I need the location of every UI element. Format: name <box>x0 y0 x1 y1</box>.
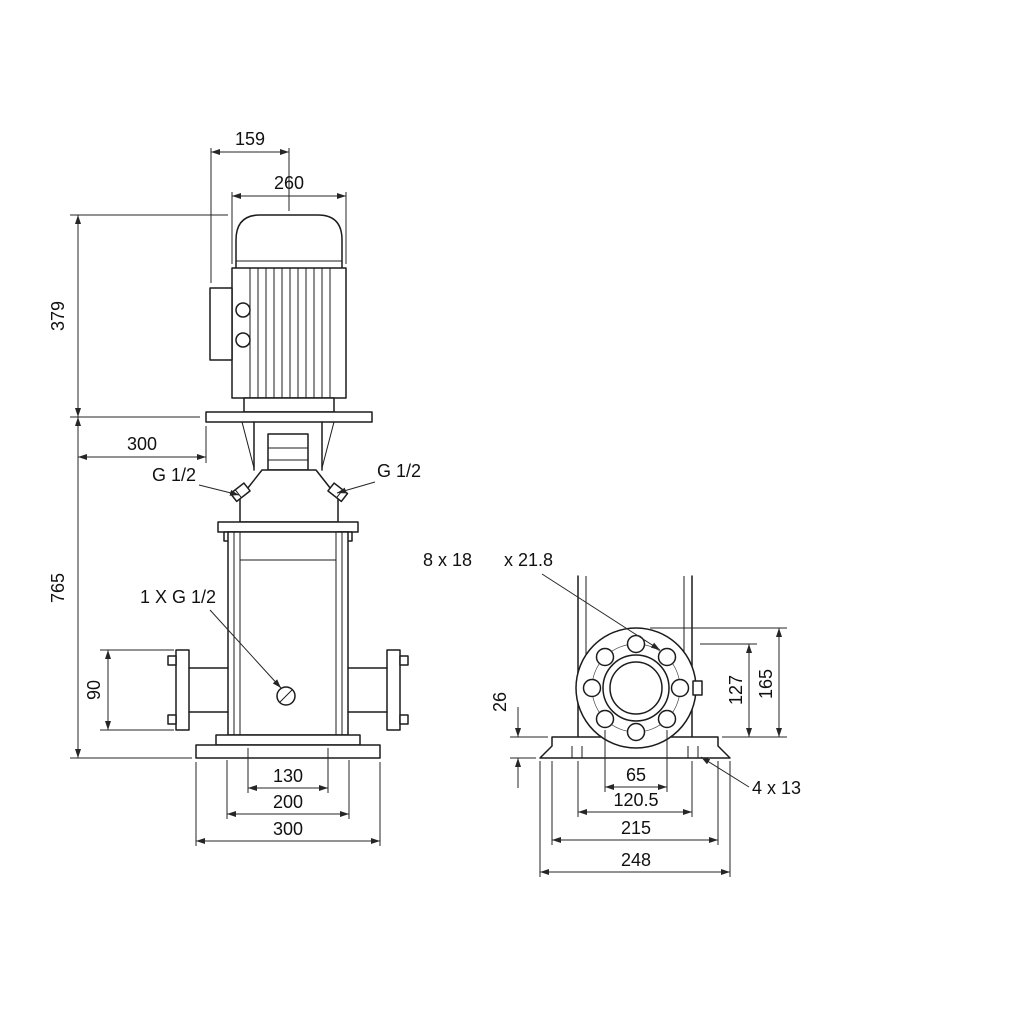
dim-flange-height: 90 <box>84 649 174 731</box>
dim-motor-width: 260 <box>231 173 347 264</box>
base-foot <box>195 744 381 759</box>
motor-foot <box>243 397 335 413</box>
label-flange-bolt-holes-text: 8 x 18 <box>423 550 472 570</box>
pump-head <box>217 469 359 542</box>
motor-top-cap <box>235 214 343 269</box>
drain-plug <box>276 686 296 706</box>
label-flange-bolt-depth-text: x 21.8 <box>504 550 553 570</box>
terminal-box-bolt <box>235 332 251 348</box>
label-base-slots: 4 x 13 <box>700 756 801 798</box>
label-vent-port-left: G 1/2 <box>152 465 240 496</box>
leader-line <box>198 484 240 496</box>
flange-bolt-hole <box>670 678 690 698</box>
flange-bolt <box>399 655 409 666</box>
flange-bolt-hole <box>626 722 646 742</box>
dim-flange-top-height-text: 165 <box>756 669 776 699</box>
dim-port-height-text: 127 <box>726 675 746 705</box>
dim-bolt-spacing: 65 <box>604 730 668 792</box>
suction-flange-plate <box>175 649 190 731</box>
pump-head-body <box>239 469 339 523</box>
dim-base-width-text: 300 <box>273 819 303 839</box>
flange-raised-face <box>602 654 670 722</box>
dim-base-overall-depth-text: 248 <box>621 850 651 870</box>
flange-bolt <box>399 714 409 725</box>
leader-line <box>541 573 661 651</box>
dim-bolt-spacing-text: 65 <box>626 765 646 785</box>
side-view <box>539 575 731 759</box>
terminal-box-bolt <box>235 302 251 318</box>
dim-motor-height-text: 379 <box>48 301 68 331</box>
dim-flange-height-text: 90 <box>84 680 104 700</box>
coupling <box>267 433 309 471</box>
motor-cooling-fins <box>249 268 331 398</box>
head-flange <box>217 521 359 533</box>
flange-bolt-hole <box>595 647 615 667</box>
dim-motor-depth-text: 159 <box>235 129 265 149</box>
leader-line <box>209 609 282 689</box>
flange-bolt-hole <box>657 709 677 729</box>
dim-slot-spacing: 120.5 <box>577 761 693 817</box>
flange-bolt-hole <box>626 634 646 654</box>
dim-base-inner-width: 130 <box>247 748 329 793</box>
label-flange-bolt-holes: 8 x 18 x 21.8 <box>423 550 661 651</box>
dim-base-width: 300 <box>195 762 381 846</box>
dim-base-thickness: 26 <box>490 692 548 788</box>
label-vent-port-right: G 1/2 <box>336 461 421 494</box>
discharge-flange-face <box>575 627 703 749</box>
dim-port-height: 127 <box>700 643 757 737</box>
dim-base-inner-width-text: 130 <box>273 766 303 786</box>
front-view <box>167 214 409 759</box>
flange-bolt <box>167 655 177 666</box>
flange-bolt-hole <box>657 647 677 667</box>
dim-flange-top-height: 165 <box>650 627 787 738</box>
dim-service-clearance-text: 300 <box>127 434 157 454</box>
flange-bore <box>609 661 663 715</box>
suction-discharge-flanges <box>167 649 409 731</box>
flange-bolt-hole <box>582 678 602 698</box>
dim-base-bolt-width: 200 <box>226 760 350 819</box>
label-vent-port-right-text: G 1/2 <box>377 461 421 481</box>
lantern-left-brace <box>241 421 255 469</box>
dim-base-depth: 215 <box>551 761 719 845</box>
label-vent-port-left-text: G 1/2 <box>152 465 196 485</box>
dim-pump-height: 765 <box>48 417 192 759</box>
dim-service-clearance: 300 <box>78 426 207 463</box>
dim-motor-width-text: 260 <box>274 173 304 193</box>
dim-base-depth-text: 215 <box>621 818 651 838</box>
discharge-flange-plate <box>386 649 401 731</box>
terminal-box <box>209 287 233 361</box>
label-base-slots-text: 4 x 13 <box>752 778 801 798</box>
front-view-dimensions: 159 260 379 765 300 90 <box>48 129 421 846</box>
label-drain-port: 1 X G 1/2 <box>140 587 282 689</box>
base-front <box>195 734 381 759</box>
dim-pump-height-text: 765 <box>48 573 68 603</box>
dim-motor-height: 379 <box>48 214 228 418</box>
label-drain-port-text: 1 X G 1/2 <box>140 587 216 607</box>
leader-line <box>336 481 376 494</box>
dim-base-bolt-width-text: 200 <box>273 792 303 812</box>
motor-stool-plate <box>205 411 373 423</box>
flange-bolt-hole <box>595 709 615 729</box>
dim-slot-spacing-text: 120.5 <box>613 790 658 810</box>
lantern-right-brace <box>321 421 335 469</box>
plug-body <box>229 482 251 503</box>
motor-body <box>231 267 347 399</box>
dim-motor-depth: 159 <box>210 129 290 283</box>
dim-base-overall-depth: 248 <box>539 761 731 877</box>
side-view-dimensions: 8 x 18 x 21.8 26 127 165 4 x 13 <box>423 550 801 877</box>
gauge-tap <box>692 680 703 696</box>
base-plate <box>215 734 361 746</box>
dim-base-thickness-text: 26 <box>490 692 510 712</box>
leader-line <box>700 756 750 788</box>
drain-plug-slot <box>279 689 293 703</box>
coupling-lantern <box>241 421 335 471</box>
flange-bolt <box>167 714 177 725</box>
motor <box>205 214 373 423</box>
